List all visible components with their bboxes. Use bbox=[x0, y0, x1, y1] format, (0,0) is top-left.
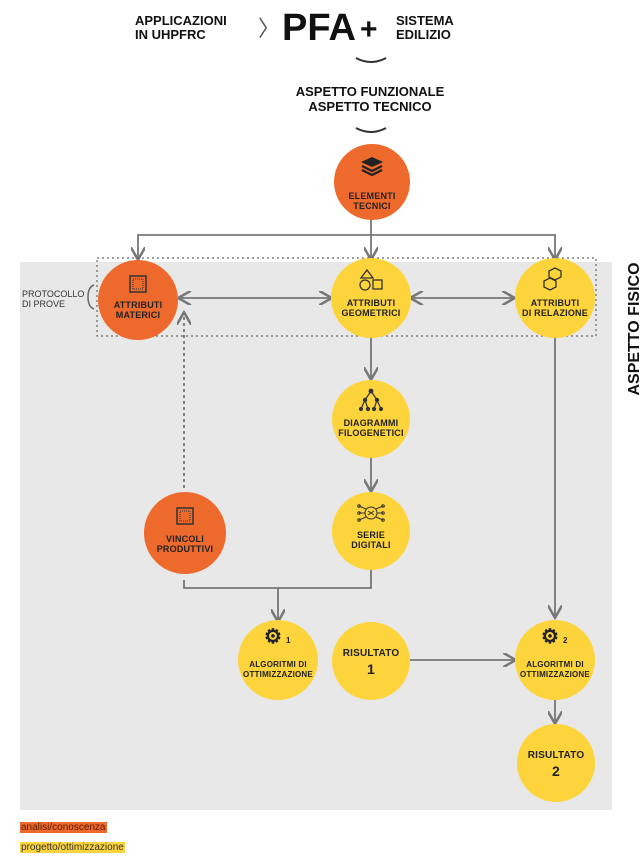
side-label-aspetto-fisico: ASPETTO FISICO bbox=[626, 262, 640, 396]
header-sistema: SISTEMA EDILIZIO bbox=[396, 13, 454, 42]
node-diagrammi-filogenetici: DIAGRAMMI FILOGENETICI bbox=[332, 380, 410, 458]
node-elementi-tecnici: ELEMENTI TECNICI bbox=[334, 144, 410, 220]
header-plus: + bbox=[360, 13, 378, 46]
header-chevron: 〉 bbox=[258, 16, 281, 41]
node-serie-digitali: SERIE DIGITALI bbox=[332, 492, 410, 570]
node-algoritmi-1: ⚙ 1 ALGORITMI DI OTTIMIZZAZIONE bbox=[238, 620, 318, 700]
arrow-elementi-to-relazione bbox=[371, 234, 555, 258]
shapes-icon bbox=[359, 268, 383, 291]
node-attributi-materici: ATTRIBUTI MATERICI bbox=[98, 260, 178, 340]
arrow-elementi-to-materici bbox=[138, 234, 371, 258]
legend-analisi: analisi/conoscenza bbox=[20, 822, 107, 833]
gear-icon: ⚙ bbox=[541, 626, 559, 648]
header-chevron-1 bbox=[355, 57, 387, 63]
square-icon bbox=[129, 275, 147, 293]
node-vincoli-produttivi: VINCOLI PRODUTTIVI bbox=[144, 492, 226, 574]
square-icon bbox=[176, 507, 194, 525]
algoritmi-index-1: 1 bbox=[286, 636, 291, 645]
header-aspetto: ASPETTO FUNZIONALE ASPETTO TECNICO bbox=[295, 84, 445, 114]
header-applicazioni: APPLICAZIONI IN UHPFRC bbox=[135, 13, 227, 42]
protocollo-label: PROTOCOLLO DI PROVE bbox=[22, 289, 85, 309]
node-risultato-1: RISULTATO 1 bbox=[332, 622, 410, 700]
gear-icon: ⚙ bbox=[264, 626, 282, 648]
protocollo-brace bbox=[87, 284, 95, 310]
node-risultato-2: RISULTATO 2 bbox=[517, 724, 595, 802]
network-icon bbox=[357, 504, 385, 522]
header-pfa: PFA bbox=[282, 7, 356, 49]
arrow-serie-to-algoritmi1 bbox=[278, 570, 372, 589]
legend-progetto: progetto/ottimizzazione bbox=[20, 842, 125, 853]
tree-icon bbox=[358, 388, 384, 412]
algoritmi-index-2: 2 bbox=[563, 636, 568, 645]
attributi-group-box bbox=[96, 257, 597, 337]
node-algoritmi-2: ⚙ 2 ALGORITMI DI OTTIMIZZAZIONE bbox=[515, 620, 595, 700]
hexagons-icon bbox=[543, 267, 562, 291]
header-chevron-2 bbox=[355, 127, 387, 133]
layers-icon bbox=[361, 157, 383, 177]
node-attributi-relazione: ATTRIBUTI DI RELAZIONE bbox=[515, 258, 595, 338]
node-attributi-geometrici: ATTRIBUTI GEOMETRICI bbox=[331, 258, 411, 338]
arrow-vincoli-to-algoritmi1 bbox=[183, 580, 278, 620]
aspetto-fisico-panel bbox=[20, 262, 612, 810]
